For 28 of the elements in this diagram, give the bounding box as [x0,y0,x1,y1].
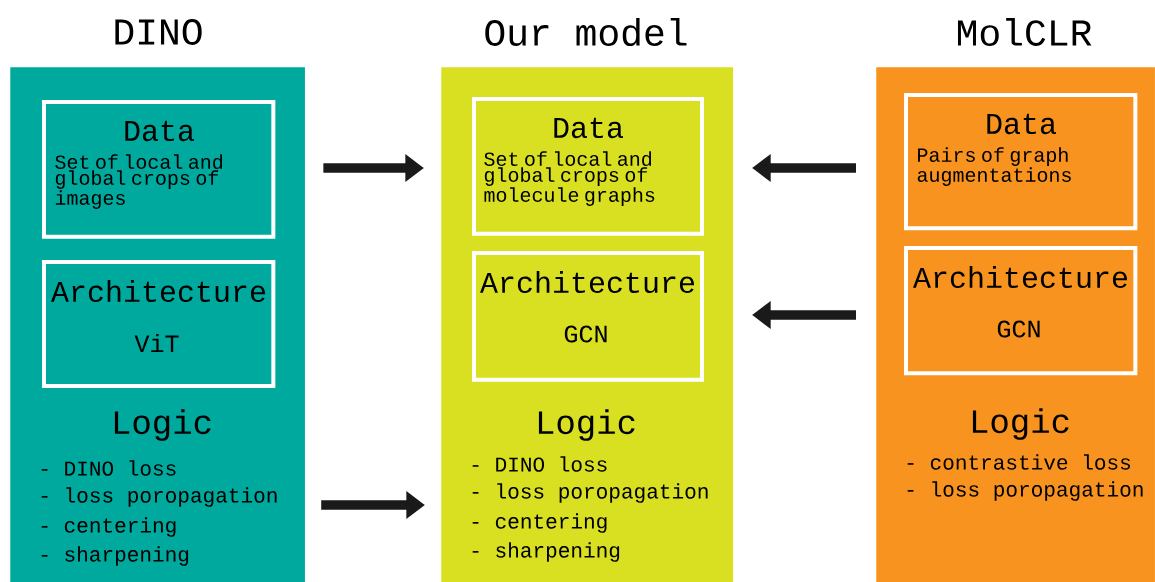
list-item: - sharpening [472,542,620,562]
list-item: - loss poropagation [472,483,708,503]
box-heading: Data [987,113,1056,135]
list-item: - centering [41,517,176,537]
list-item: - DINO loss [41,460,176,476]
section-heading: Logic [538,409,635,441]
box-heading: Data [125,120,194,142]
box-value: ViT [134,333,179,353]
section-heading: Logic [972,408,1069,440]
box-heading: Data [554,117,623,139]
section-heading: Logic [114,409,211,441]
box-value: GCN [564,325,607,343]
box-heading: Architecture [913,266,1128,288]
box-heading: Architecture [480,271,695,293]
box-heading: Architecture [51,280,265,302]
list-item: - DINO loss [472,456,607,472]
box-value: GCN [997,320,1040,338]
box-description: Set of local and global crops of images [55,154,223,209]
list-item: - sharpening [41,546,189,566]
column-title: Our model [485,18,687,46]
column-title: MolCLR [958,18,1092,46]
list-item: - loss poropagation [907,481,1143,501]
box-description: Pairs of graph augmentations [917,147,1071,186]
column-title: DINO [115,19,202,45]
list-item: - contrastive loss [907,454,1131,470]
list-item: - centering [472,513,607,533]
list-item: - loss poropagation [41,487,277,507]
box-description: Set of local and global crops of molecule graphs [484,151,655,206]
